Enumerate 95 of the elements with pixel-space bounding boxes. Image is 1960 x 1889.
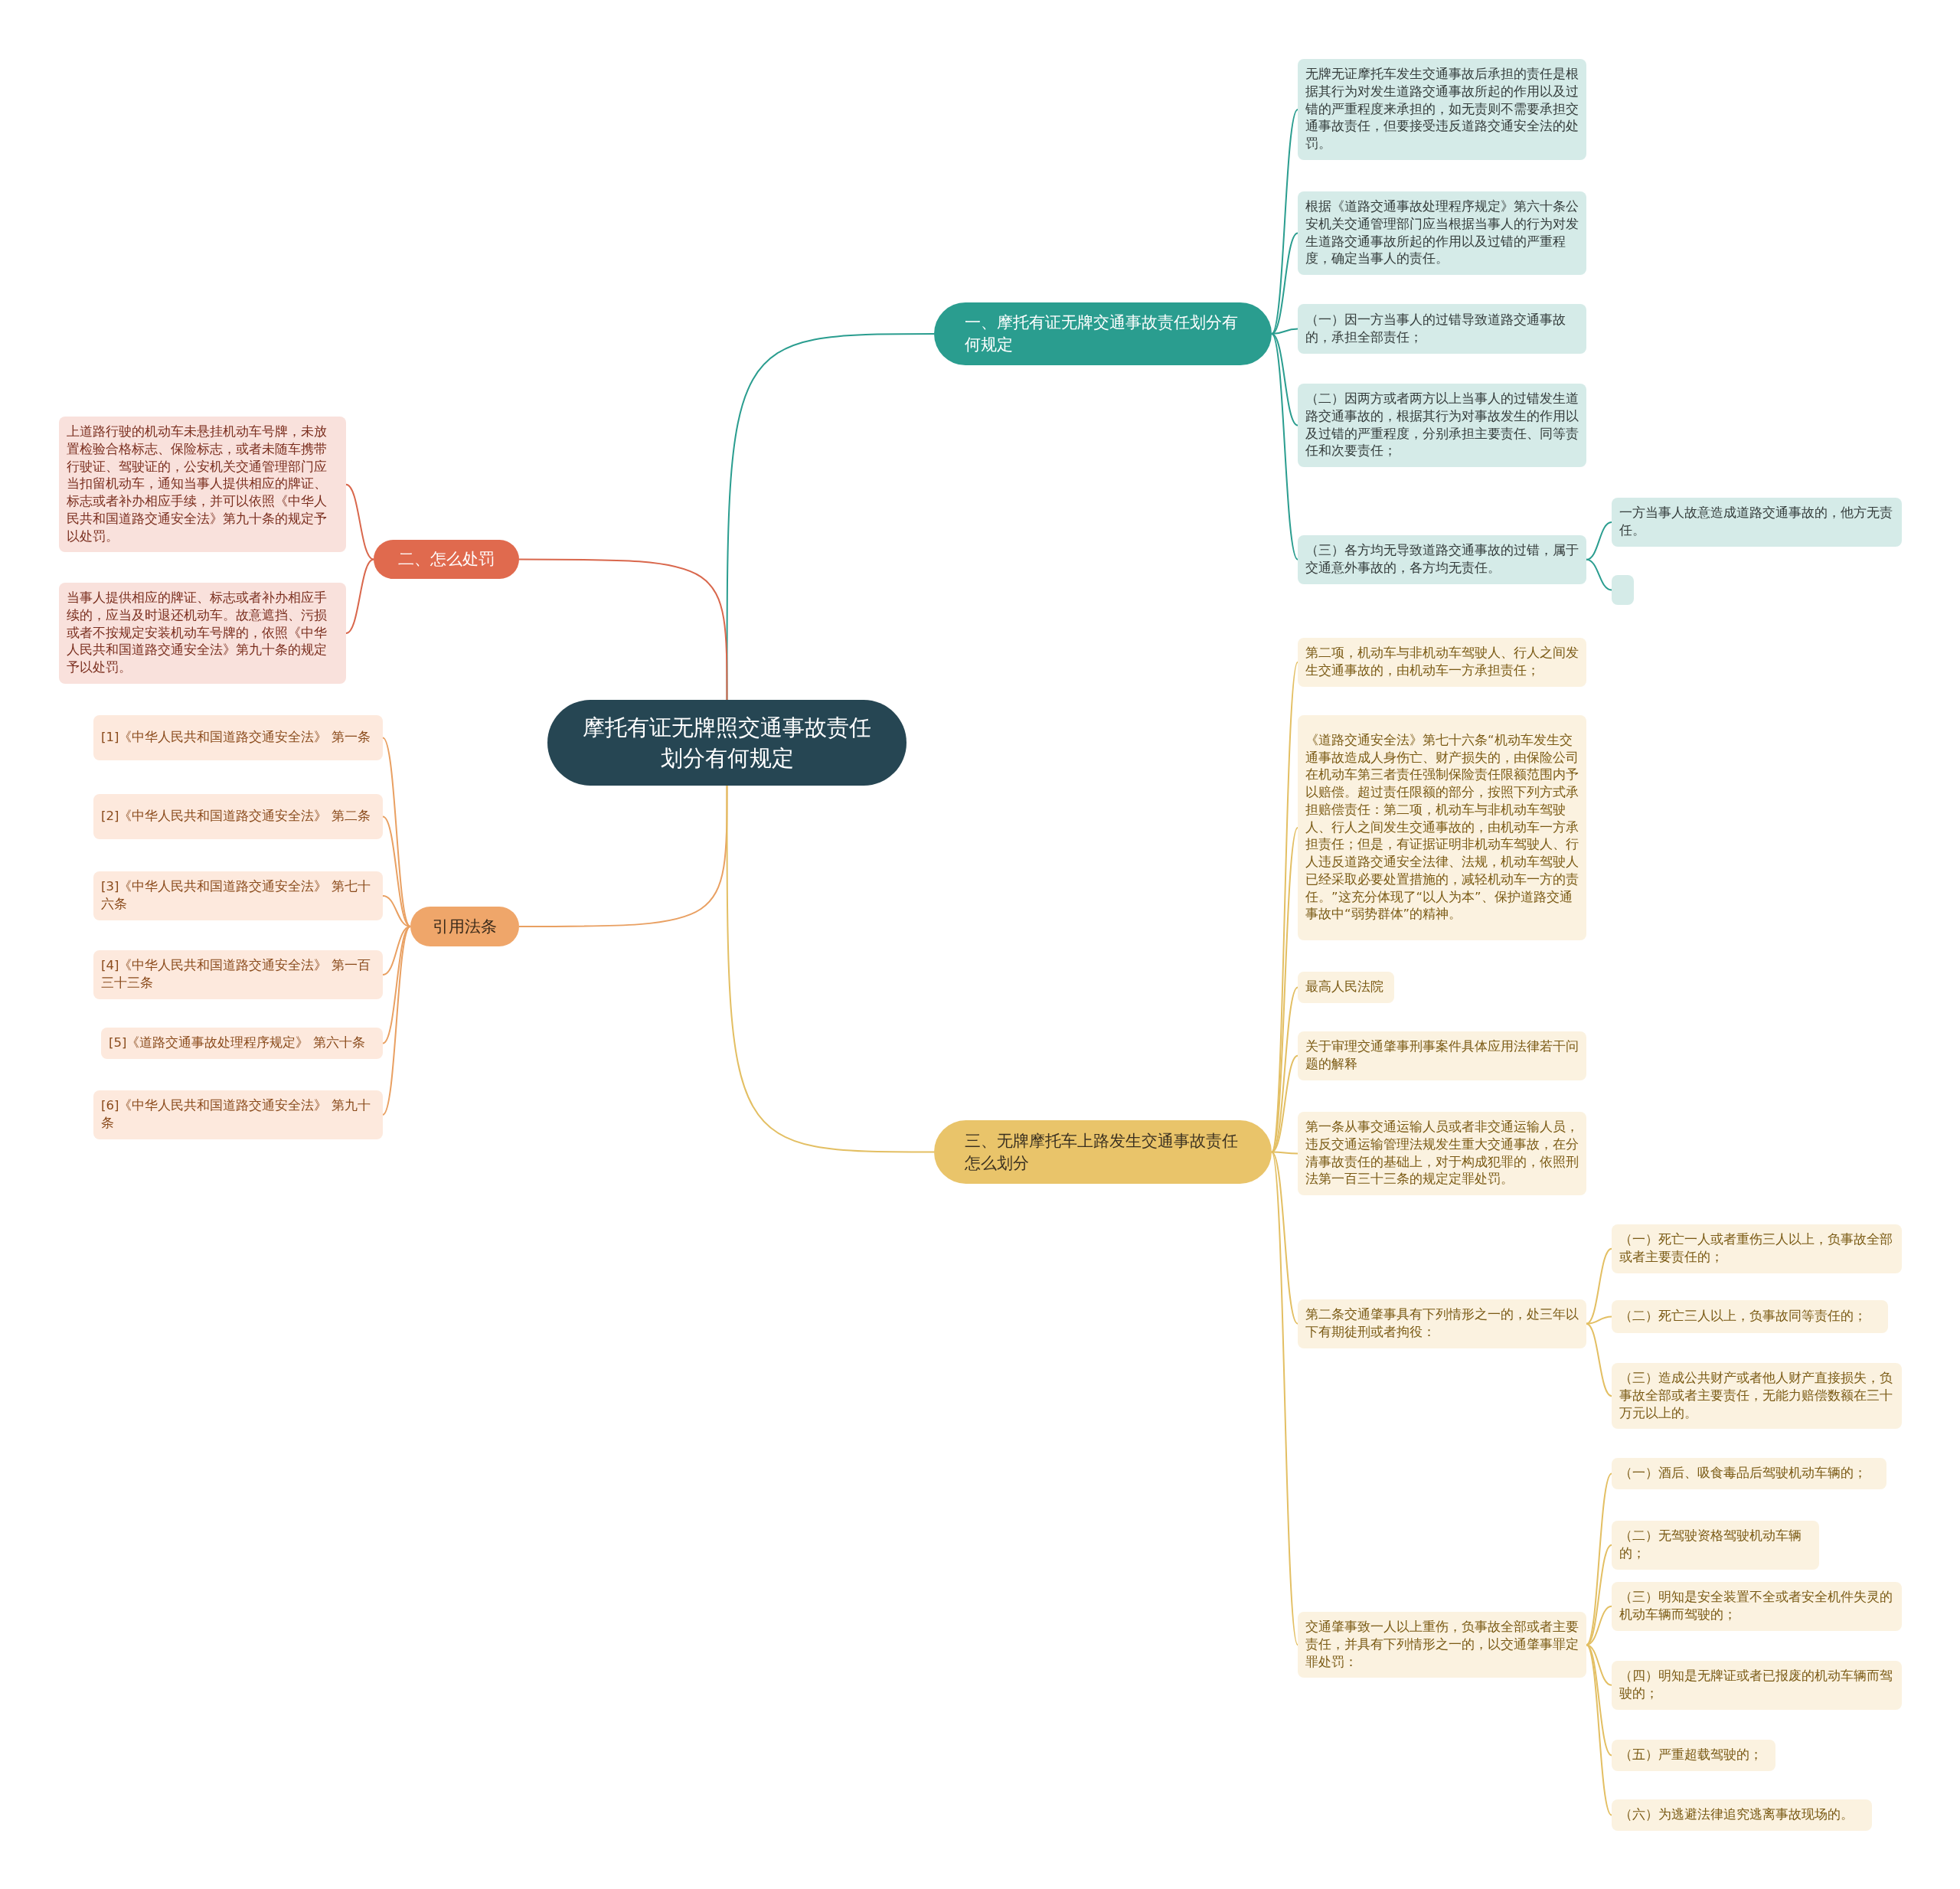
connector-line	[1271, 333, 1298, 560]
connector-line	[518, 785, 728, 927]
connector-line	[1271, 1151, 1298, 1325]
connector-line	[1271, 109, 1298, 335]
node-text: （一）因一方当事人的过错导致道路交通事故的，承担全部责任；	[1305, 311, 1566, 346]
node-text: （二）因两方或者两方以上当事人的过错发生道路交通事故的，根据其行为对事故发生的作用以及过错的严重程度，分别承担主要责任、同等责任和次要责任；	[1305, 391, 1579, 460]
node-text: 二、怎么处罚	[398, 549, 495, 570]
leaf-card	[1298, 715, 1586, 940]
node-text: 交通肇事致一人以上重伤，负事故全部或者主要责任，并具有下列情形之一的，以交通肇事罪定罪处罚：	[1305, 1619, 1579, 1671]
node-text: 根据《道路交通事故处理程序规定》第六十条公安机关交通管理部门应当根据当事人的行为对发生道路交通事故所起的作用以及过错的严重程度，确定当事人的责任。	[1305, 198, 1579, 268]
node-text: 一、摩托有证无牌交通事故责任划分有何规定	[965, 312, 1239, 355]
leaf-card	[1612, 1363, 1902, 1430]
connector-line	[382, 926, 411, 1116]
node-text: [1]《中华人民共和国道路交通安全法》 第一条	[101, 729, 371, 747]
leaf-card	[1298, 1112, 1586, 1196]
node-text: 最高人民法院	[1305, 979, 1383, 995]
connector-line	[1586, 1247, 1612, 1325]
node-text: 无牌无证摩托车发生交通事故后承担的责任是根据其行为对发生道路交通事故所起的作用以及过错的严重程度来承担的，如无责则不需要承担交通事故责任，但要接受违反道路交通安全法的处罚。	[1305, 66, 1579, 153]
node-text: 第一条从事交通运输人员或者非交通运输人员，违反交通运输管理法规发生重大交通事故，在分清事故责任的基础上，对于构成犯罪的，依照刑法第一百三十三条的规定定罪处罚。	[1305, 1119, 1579, 1188]
leaf-card	[1612, 1740, 1775, 1771]
node-text: （二）无驾驶资格驾驶机动车辆的；	[1619, 1528, 1802, 1562]
leaf-card	[93, 871, 383, 920]
connector-line	[1271, 1151, 1298, 1155]
node-text: （三）造成公共财产或者他人财产直接损失，负事故全部或者主要责任，无能力赔偿数额在三十万元以上的。	[1619, 1370, 1893, 1422]
leaf-card	[59, 583, 346, 684]
leaf-card	[93, 950, 383, 999]
node-text: 关于审理交通肇事刑事案件具体应用法律若干问题的解释	[1305, 1038, 1579, 1073]
branch-topic	[410, 907, 519, 946]
leaf-card	[1298, 1299, 1586, 1348]
leaf-card	[1298, 535, 1586, 584]
connector-line	[382, 926, 411, 976]
node-text: [4]《中华人民共和国道路交通安全法》 第一百三十三条	[101, 957, 371, 992]
leaf-card	[93, 715, 383, 760]
node-text: （一）酒后、吸食毒品后驾驶机动车辆的；	[1619, 1465, 1867, 1482]
connector-line	[1271, 1151, 1298, 1646]
leaf-card	[1612, 1799, 1872, 1831]
leaf-card	[1612, 1661, 1902, 1710]
leaf-card	[1298, 384, 1586, 468]
connector-line	[345, 558, 374, 634]
leaf-card	[1298, 638, 1586, 687]
node-text: （五）严重超载驾驶的；	[1619, 1747, 1762, 1763]
node-text: 第二条交通肇事具有下列情形之一的，处三年以下有期徒刑或者拘役：	[1305, 1306, 1579, 1341]
node-text: （三）明知是安全装置不全或者安全机件失灵的机动车辆而驾驶的；	[1619, 1589, 1893, 1623]
branch-topic	[374, 540, 519, 579]
node-text: （一）死亡一人或者重伤三人以上，负事故全部或者主要责任的；	[1619, 1231, 1893, 1266]
leaf-card	[1612, 1224, 1902, 1273]
connector-line	[1271, 232, 1298, 335]
leaf-card	[1298, 1031, 1586, 1080]
node-text: （三）各方均无导致道路交通事故的过错，属于交通意外事故的，各方均无责任。	[1305, 542, 1579, 577]
box-shape	[1612, 575, 1634, 605]
node-text: [5]《道路交通事故处理程序规定》 第六十条	[109, 1034, 365, 1052]
leaf-card	[1612, 1300, 1888, 1333]
node-text: 上道路行驶的机动车未悬挂机动车号牌，未放置检验合格标志、保险标志，或者未随车携带行驶证、驾驶证的，公安机关交通管理部门应当扣留机动车，通知当事人提供相应的牌证、标志或者补办相应手续，并可以依照《中华人民共和国道路交通安全法》第九十条的规定予以处罚。	[67, 423, 328, 545]
connector-line	[1586, 558, 1612, 591]
leaf-card	[1298, 972, 1394, 1003]
node-text: （四）明知是无牌证或者已报废的机动车辆而驾驶的；	[1619, 1668, 1893, 1702]
connector-line	[345, 483, 374, 560]
leaf-card	[1612, 1582, 1902, 1631]
node-text: （六）为逃避法律追究逃离事故现场的。	[1619, 1806, 1854, 1824]
connector-line	[726, 333, 935, 701]
leaf-card	[1298, 304, 1586, 354]
node-text: 三、无牌摩托车上路发生交通事故责任怎么划分	[965, 1130, 1239, 1174]
connector-line	[1271, 1054, 1298, 1153]
leaf-card	[1612, 1521, 1819, 1570]
leaf-card	[1298, 191, 1586, 276]
node-text: [3]《中华人民共和国道路交通安全法》 第七十六条	[101, 878, 371, 913]
connector-line	[1586, 1644, 1612, 1816]
node-text: 一方当事人故意造成道路交通事故的，他方无责任。	[1619, 505, 1893, 539]
node-text: 引用法条	[433, 916, 497, 937]
connector-line	[382, 926, 411, 1044]
connector-line	[726, 785, 935, 1153]
leaf-card	[1612, 498, 1902, 547]
leaf-card	[93, 794, 383, 839]
node-text: 第二项，机动车与非机动车驾驶人、行人之间发生交通事故的，由机动车一方承担责任；	[1305, 645, 1579, 679]
node-text: 《道路交通安全法》第七十六条“机动车发生交通事故造成人身伤亡、财产损失的，由保险公司在机动车第三者责任强制保险责任限额范围内予以赔偿。超过责任限额的部分，按照下列方式承担赔偿责任：第二项，机动车与非机动车驾驶人、行人之间发生交通事故的，由机动车一方承担责任；但是，有证据证明非机动车驾驶人、行人违反道路交通安全法律、法规，机动车驾驶人已经采取必要处置措施的，减轻机动车一方的责任。”这充分体现了“以人为本”、保护道路交通事故中“弱势群体”的精神。	[1305, 731, 1579, 923]
connector-line	[382, 737, 411, 927]
connector-line	[1271, 333, 1298, 426]
leaf-card	[101, 1028, 383, 1059]
connector-line	[1586, 1322, 1612, 1397]
node-text: 摩托有证无牌照交通事故责任划分有何规定	[582, 714, 872, 773]
connector-line	[1586, 1472, 1612, 1646]
node-text: （二）死亡三人以上，负事故同等责任的；	[1619, 1308, 1867, 1325]
connector-line	[1586, 1544, 1612, 1646]
leaf-card	[1612, 1458, 1886, 1489]
node-text: [2]《中华人民共和国道路交通安全法》 第二条	[101, 808, 371, 825]
leaf-card	[1298, 59, 1586, 160]
leaf-card	[93, 1090, 383, 1139]
connector-line	[1586, 521, 1612, 560]
connector-line	[1586, 1644, 1612, 1757]
leaf-card	[1298, 1612, 1586, 1678]
node-text: 当事人提供相应的牌证、标志或者补办相应手续的，应当及时退还机动车。故意遮挡、污损或者不按规定安装机动车号牌的，依照《中华人民共和国道路交通安全法》第九十条的规定予以处罚。	[67, 590, 328, 677]
leaf-card	[59, 417, 346, 553]
connector-line	[382, 815, 411, 927]
node-text: [6]《中华人民共和国道路交通安全法》 第九十条	[101, 1097, 371, 1132]
connector-line	[518, 558, 728, 701]
